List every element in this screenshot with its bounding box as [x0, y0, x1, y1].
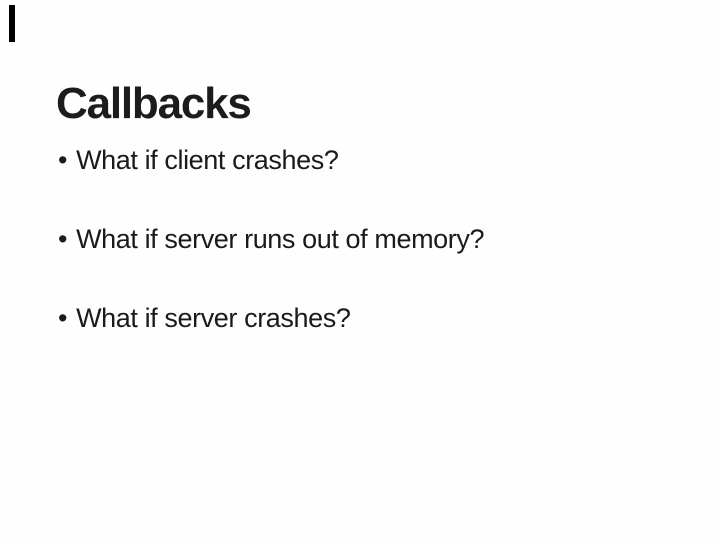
bullet-text: What if client crashes? [76, 145, 339, 175]
bullet-item: • What if server runs out of memory? [58, 224, 485, 254]
bullet-text: What if server crashes? [76, 303, 351, 333]
bullet-dot-icon: • [58, 145, 68, 175]
bullet-dot-icon: • [58, 303, 68, 333]
bullet-text: What if server runs out of memory? [76, 224, 485, 254]
slide-title: Callbacks [56, 79, 252, 129]
edge-bar-artifact [9, 5, 15, 42]
bullet-item: • What if server crashes? [58, 303, 351, 333]
bullet-dot-icon: • [58, 224, 68, 254]
bullet-item: • What if client crashes? [58, 145, 339, 175]
